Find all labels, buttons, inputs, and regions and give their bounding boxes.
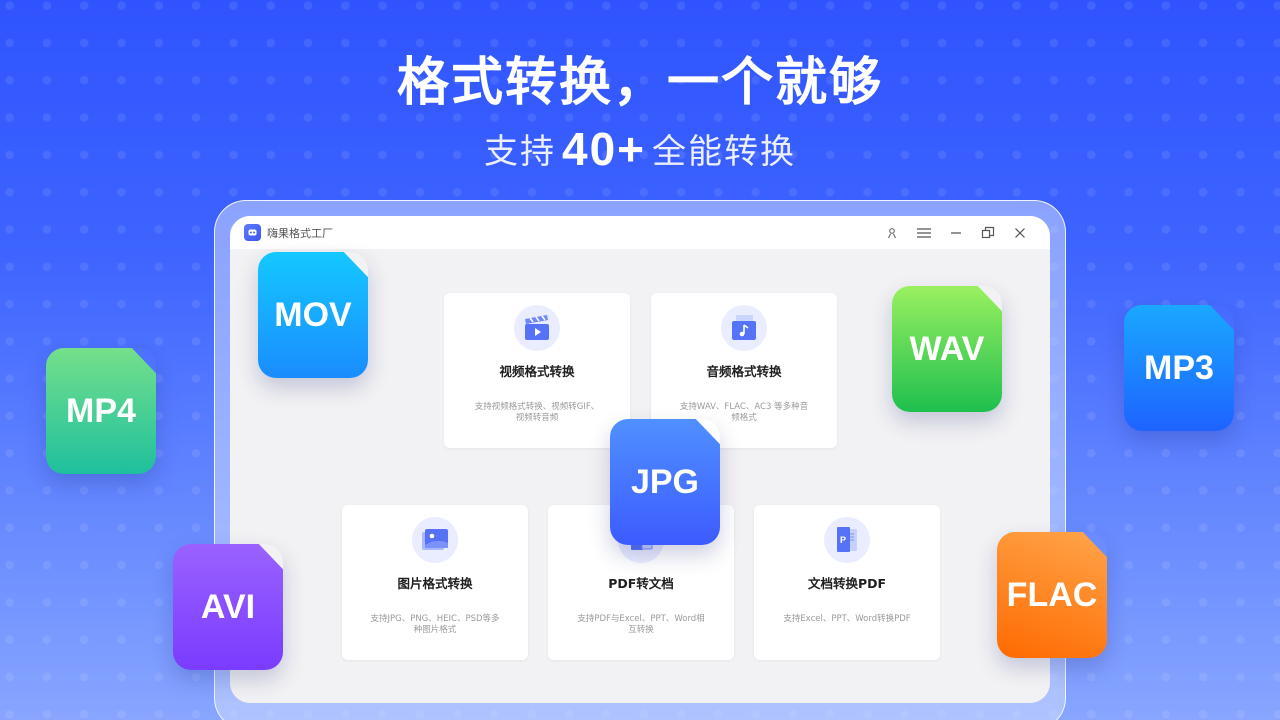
card-desc: 支持WAV、FLAC、AC3 等多种音频格式 [679, 402, 809, 423]
image-icon [412, 517, 458, 563]
badge-flac: FLAC [997, 532, 1107, 658]
restore-icon[interactable] [972, 223, 1004, 243]
badge-mp4: MP4 [46, 348, 156, 474]
card-video-convert[interactable]: 视频格式转换 支持视频格式转换、视频转GIF、视频转音频 [444, 293, 630, 448]
badge-avi: AVI [173, 544, 283, 670]
badge-wav: WAV [892, 286, 1002, 412]
card-image-convert[interactable]: 图片格式转换 支持JPG、PNG、HEIC、PSD等多种图片格式 [342, 505, 528, 660]
doc-to-pdf-icon: P [824, 517, 870, 563]
card-title: 音频格式转换 [706, 364, 782, 379]
card-desc: 支持Excel、PPT、Word转换PDF [783, 614, 911, 624]
headline: 格式转换，一个就够 [396, 53, 883, 113]
card-title: 图片格式转换 [397, 576, 473, 591]
user-icon[interactable] [876, 223, 908, 243]
card-title: 文档转换PDF [807, 576, 887, 591]
video-clapper-icon [514, 305, 560, 351]
sub-prefix: 支持 [483, 132, 556, 172]
menu-icon[interactable] [908, 223, 940, 243]
app-logo-icon [244, 224, 261, 241]
sub-suffix: 全能转换 [652, 132, 797, 172]
music-note-icon [721, 305, 767, 351]
badge-mov: MOV [258, 252, 368, 378]
card-desc: 支持视频格式转换、视频转GIF、视频转音频 [474, 402, 600, 423]
card-title: PDF转文档 [608, 576, 674, 591]
badge-jpg: JPG [610, 419, 720, 545]
card-doc-to-pdf[interactable]: P 文档转换PDF 支持Excel、PPT、Word转换PDF [754, 505, 940, 660]
svg-text:P: P [840, 535, 846, 545]
app-title: 嗨果格式工厂 [267, 226, 333, 240]
card-title: 视频格式转换 [499, 364, 575, 379]
card-desc: 支持PDF与Excel、PPT、Word相互转换 [577, 614, 705, 635]
card-desc: 支持JPG、PNG、HEIC、PSD等多种图片格式 [370, 614, 500, 635]
minimize-icon[interactable] [940, 223, 972, 243]
title-bar: 嗨果格式工厂 [230, 216, 1050, 249]
badge-mp3: MP3 [1124, 305, 1234, 431]
sub-number: 40+ [561, 123, 647, 175]
close-icon[interactable] [1004, 223, 1036, 243]
